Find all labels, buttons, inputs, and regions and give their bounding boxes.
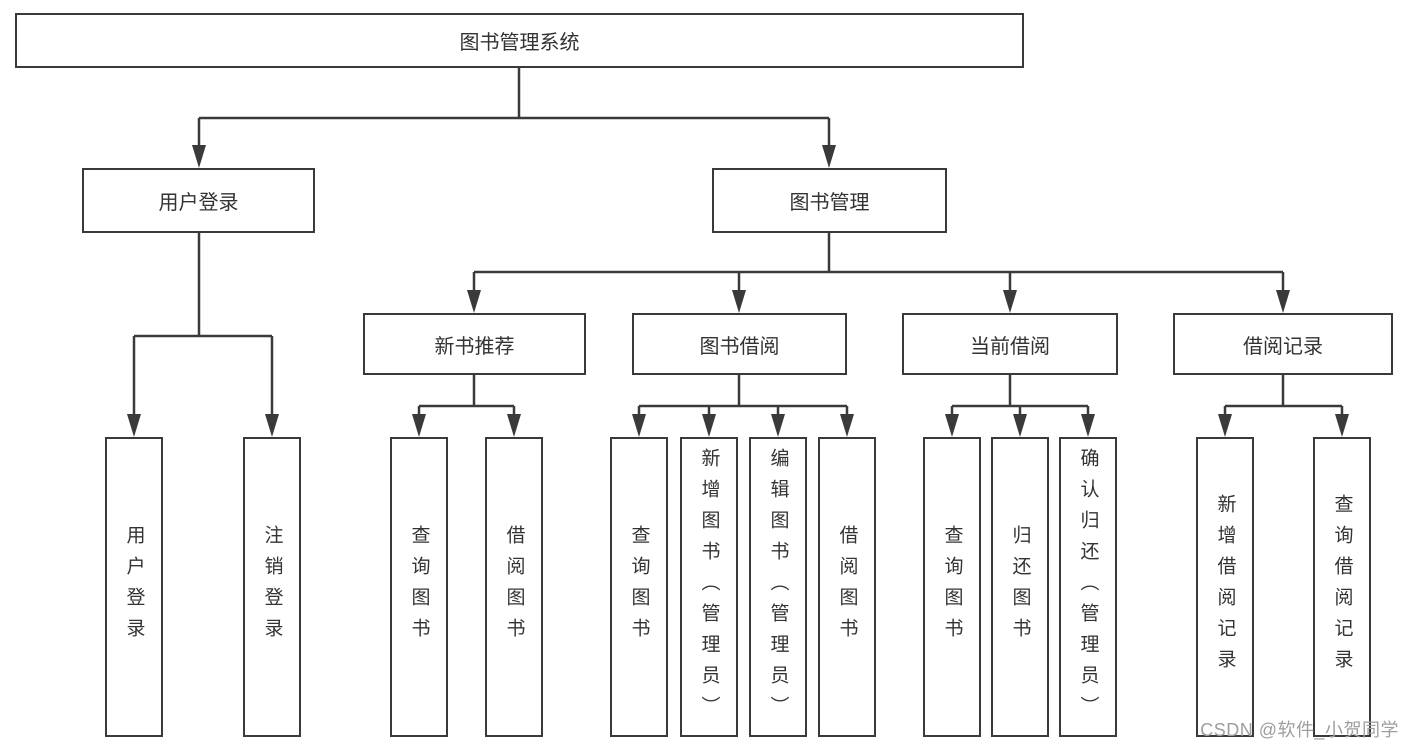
connector-borrow-to-leaves (637, 375, 849, 417)
leaf-query-borrow-record: 查询借阅记录 (1313, 437, 1371, 737)
node-new-book-recommend: 新书推荐 (363, 313, 586, 375)
leaf-add-borrow-record: 新增借阅记录 (1196, 437, 1254, 737)
arrow-down-heads (127, 145, 1349, 437)
connector-records-to-leaves (1223, 375, 1344, 417)
leaf-return-books: 归还图书 (991, 437, 1049, 737)
connector-recommend-to-leaves (417, 375, 516, 417)
csdn-watermark: CSDN @软件_小贺同学 (1200, 720, 1399, 740)
leaf-borrow-books-recommend: 借阅图书 (485, 437, 543, 737)
connector-current-to-leaves (950, 375, 1090, 417)
leaf-user-login: 用户登录 (105, 437, 163, 737)
leaf-query-books-recommend: 查询图书 (390, 437, 448, 737)
connector-management-to-level3 (472, 233, 1285, 293)
node-current-borrow: 当前借阅 (902, 313, 1118, 375)
node-book-borrow: 图书借阅 (632, 313, 847, 375)
node-user-login: 用户登录 (82, 168, 315, 233)
leaf-logout: 注销登录 (243, 437, 301, 737)
node-borrow-records: 借阅记录 (1173, 313, 1393, 375)
leaf-borrow-books: 借阅图书 (818, 437, 876, 737)
connector-login-to-leaves (132, 233, 274, 417)
node-library-management-system: 图书管理系统 (15, 13, 1024, 68)
leaf-query-books-current: 查询图书 (923, 437, 981, 737)
leaf-add-books-admin: 新增图书（管理员） (680, 437, 738, 737)
leaf-query-books-borrow: 查询图书 (610, 437, 668, 737)
connector-root-to-level2 (197, 68, 831, 147)
leaf-edit-books-admin: 编辑图书（管理员） (749, 437, 807, 737)
node-book-management: 图书管理 (712, 168, 947, 233)
leaf-confirm-return-admin: 确认归还（管理员） (1059, 437, 1117, 737)
